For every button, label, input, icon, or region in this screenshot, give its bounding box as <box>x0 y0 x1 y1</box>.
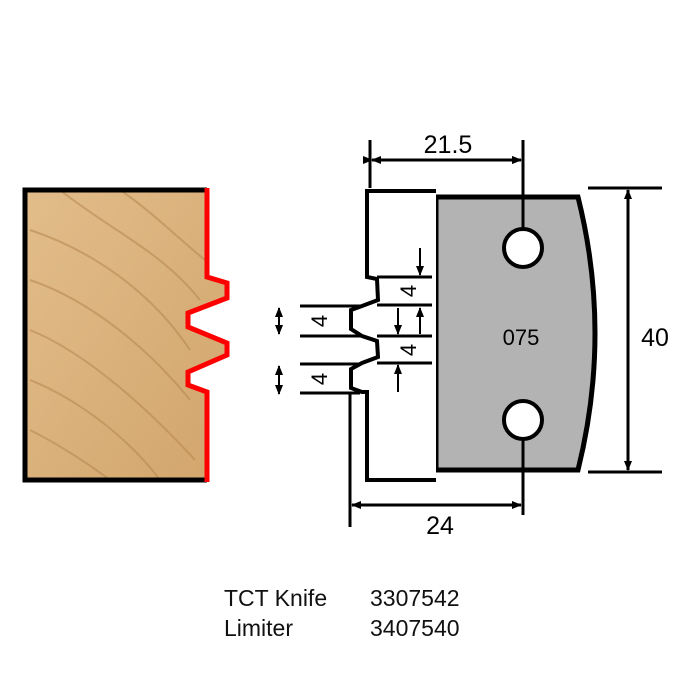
wood-grain <box>29 189 206 481</box>
part-code: 3307542 <box>370 585 460 611</box>
dimension-step: 4 <box>396 285 421 297</box>
part-code: 3407540 <box>370 615 460 641</box>
part-label: Limiter <box>224 615 294 641</box>
mounting-hole <box>502 399 544 441</box>
workpiece-outline <box>22 187 207 483</box>
dimension-bottom-width: 24 <box>426 512 454 540</box>
part-label: TCT Knife <box>224 585 328 611</box>
wood-workpiece <box>22 187 230 483</box>
dimension-step: 4 <box>396 344 421 356</box>
part-row-knife: TCT Knife 3307542 <box>224 583 460 613</box>
dimension-step: 4 <box>307 315 332 327</box>
part-numbers: TCT Knife 3307542 Limiter 3407540 <box>224 583 460 643</box>
knife-code: 075 <box>503 325 540 350</box>
tct-knife: 075 <box>433 194 598 473</box>
dimension-step: 4 <box>307 373 332 385</box>
cut-profile <box>185 188 230 482</box>
part-row-limiter: Limiter 3407540 <box>224 613 460 643</box>
mounting-hole <box>502 227 544 269</box>
dimension-lines <box>275 140 662 527</box>
dimension-height: 40 <box>641 324 669 352</box>
dimension-top-width: 21.5 <box>424 131 473 159</box>
